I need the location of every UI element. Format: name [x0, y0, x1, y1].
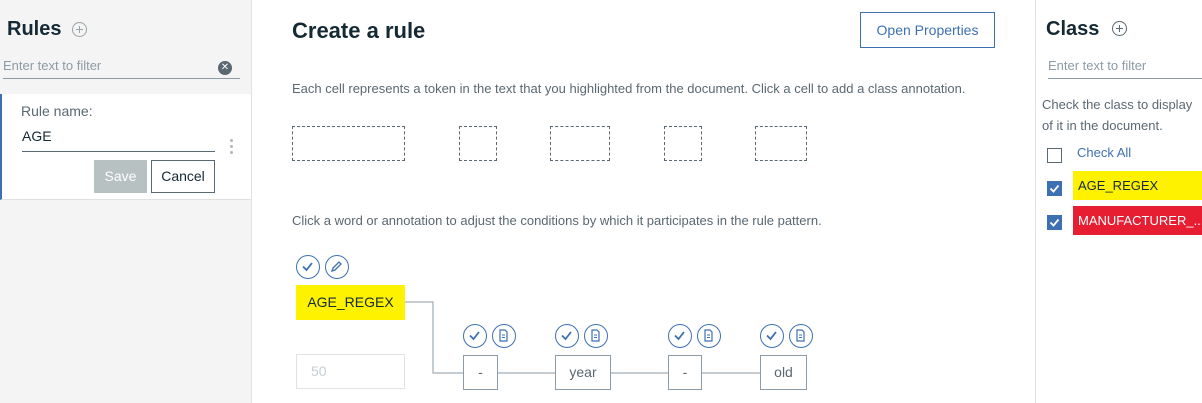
- rule-name-value: AGE: [22, 128, 52, 144]
- token-cell[interactable]: [755, 126, 807, 161]
- class-filter-placeholder: Enter text to filter: [1048, 58, 1147, 73]
- check-condition-icon[interactable]: [555, 324, 579, 348]
- class-help-text-1: Check the class to display: [1042, 97, 1193, 112]
- rule-name-input[interactable]: AGE: [22, 123, 215, 152]
- class-filter-input[interactable]: Enter text to filter: [1048, 55, 1202, 79]
- annotation-age-regex[interactable]: AGE_REGEX: [296, 285, 405, 320]
- document-icon[interactable]: [492, 324, 516, 348]
- tokens-instruction: Each cell represents a token in the text…: [292, 81, 966, 96]
- document-icon[interactable]: [584, 324, 608, 348]
- pattern-connectors: [405, 301, 760, 374]
- check-condition-icon[interactable]: [296, 255, 320, 279]
- token-cell[interactable]: [292, 126, 405, 161]
- rules-panel: Rules Enter text to filter ✕ Rule name: …: [0, 0, 252, 403]
- pattern-instruction: Click a word or annotation to adjust the…: [292, 213, 822, 228]
- class-panel: Class Enter text to filter Check the cla…: [1035, 0, 1202, 403]
- number-token-input[interactable]: 50: [296, 354, 405, 389]
- create-rule-panel: Create a rule Open Properties Each cell …: [252, 0, 1034, 403]
- check-condition-icon[interactable]: [668, 324, 692, 348]
- token-cell[interactable]: [664, 126, 702, 161]
- open-properties-button[interactable]: Open Properties: [860, 12, 995, 48]
- word-token[interactable]: -: [668, 355, 702, 390]
- class-label-age-regex[interactable]: AGE_REGEX: [1073, 171, 1202, 200]
- rule-name-label: Rule name:: [21, 103, 93, 119]
- save-button[interactable]: Save: [94, 160, 147, 193]
- check-all-checkbox[interactable]: [1047, 148, 1062, 163]
- check-condition-icon[interactable]: [760, 324, 784, 348]
- edit-pencil-icon[interactable]: [325, 255, 349, 279]
- page-title: Create a rule: [292, 18, 426, 43]
- add-rule-icon[interactable]: [72, 22, 87, 37]
- overflow-menu-icon[interactable]: [230, 139, 234, 157]
- check-condition-icon[interactable]: [463, 324, 487, 348]
- class-label-manufacturer[interactable]: MANUFACTURER_...: [1073, 206, 1202, 235]
- word-token[interactable]: year: [555, 355, 611, 390]
- token-cell[interactable]: [550, 126, 610, 161]
- document-icon[interactable]: [697, 324, 721, 348]
- rules-title: Rules: [7, 18, 62, 40]
- cancel-button[interactable]: Cancel: [151, 160, 215, 193]
- rules-filter-placeholder: Enter text to filter: [3, 58, 102, 73]
- class-checkbox-age-regex[interactable]: [1047, 181, 1062, 196]
- class-checkbox-manufacturer[interactable]: [1047, 215, 1062, 230]
- class-help-text-2: of it in the document.: [1042, 118, 1163, 133]
- class-title: Class: [1046, 18, 1100, 40]
- check-all-link[interactable]: Check All: [1077, 145, 1132, 160]
- document-icon[interactable]: [789, 324, 813, 348]
- token-cell[interactable]: [459, 126, 497, 161]
- add-class-icon[interactable]: [1112, 21, 1127, 36]
- word-token[interactable]: old: [760, 355, 807, 390]
- clear-filter-icon[interactable]: ✕: [218, 61, 232, 75]
- word-token[interactable]: -: [463, 355, 498, 390]
- rules-filter-input[interactable]: Enter text to filter: [3, 55, 240, 79]
- rule-edit-card: Rule name: AGE Save Cancel: [0, 94, 251, 200]
